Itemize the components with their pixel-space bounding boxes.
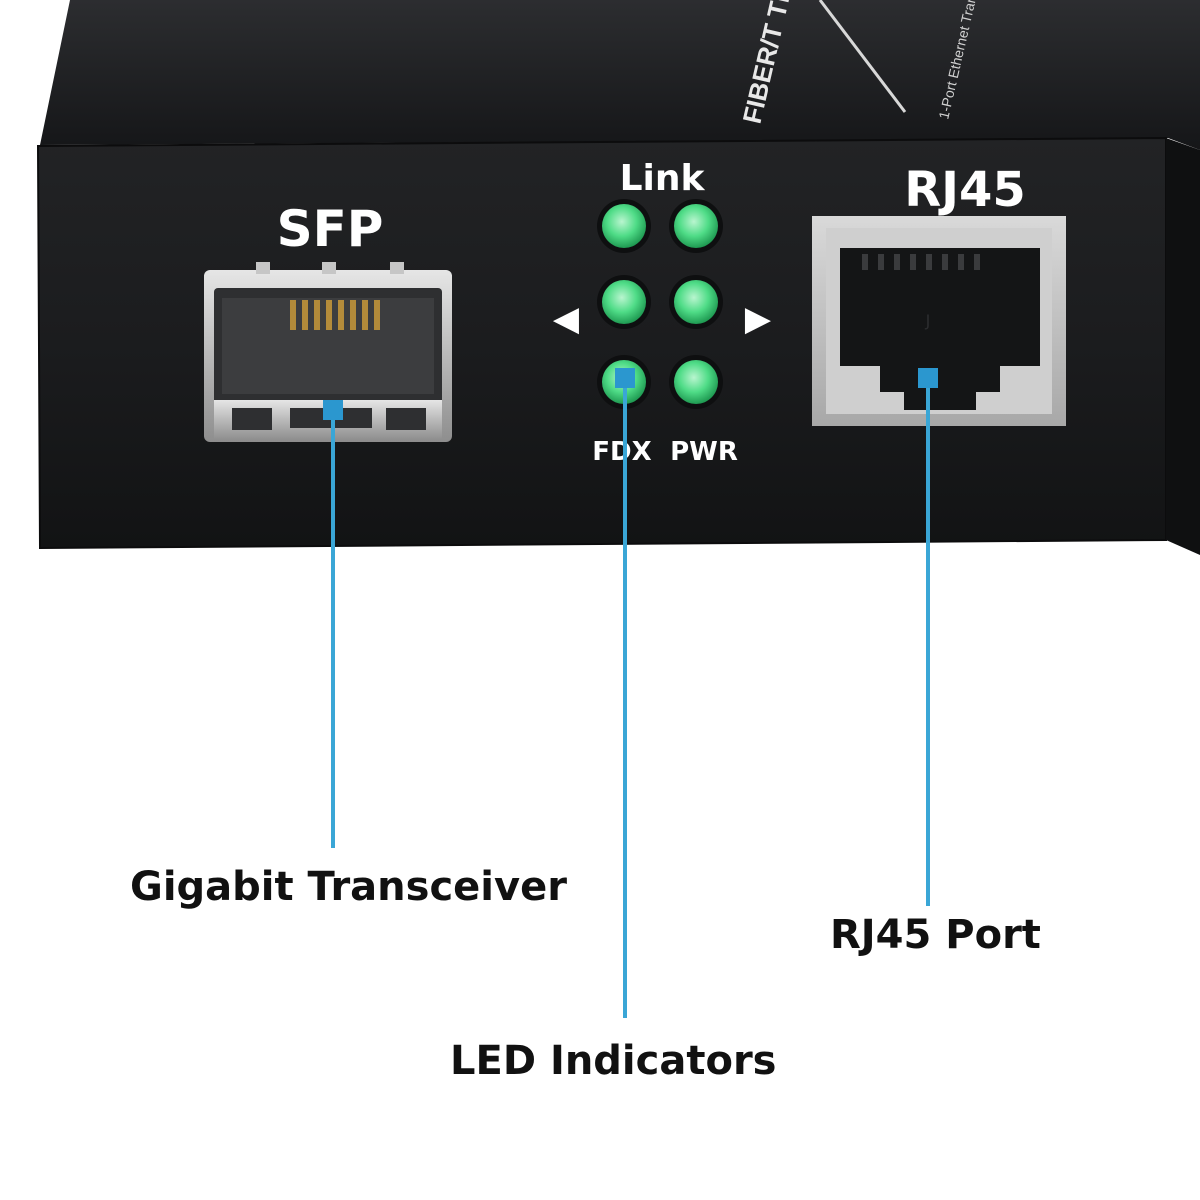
callout-label-led-indicators: LED Indicators [450,1038,777,1084]
callout-label-rj45-port: RJ45 Port [830,912,1041,958]
callout-marker [615,368,635,388]
led-left-arrow: ◀ [553,299,580,339]
top-print-stripe [818,0,907,113]
led-indicator [602,204,646,248]
rj45-port-label: RJ45 [904,162,1026,218]
led-indicator [674,280,718,324]
callout-led-indicators [615,368,635,1018]
led-pwr-label: PWR [670,437,738,467]
led-right-arrow: ▶ [745,299,772,339]
led-indicator [674,360,718,404]
rj45-jack-mark: J [925,311,931,330]
sfp-cage [204,262,452,442]
callout-marker [918,368,938,388]
rj45-jack: J [812,216,1066,426]
device-right-side [1166,138,1200,555]
callout-rj45-port [918,368,938,906]
led-indicator [674,204,718,248]
led-fdx-label: FDX [592,437,651,467]
led-indicator [602,280,646,324]
callout-label-gigabit-transceiver: Gigabit Transceiver [130,864,567,910]
device-top-surface [40,0,1200,150]
callout-gigabit-transceiver [323,400,343,848]
sfp-port-label: SFP [277,200,384,258]
callout-marker [323,400,343,420]
led-link-label: Link [620,158,706,199]
